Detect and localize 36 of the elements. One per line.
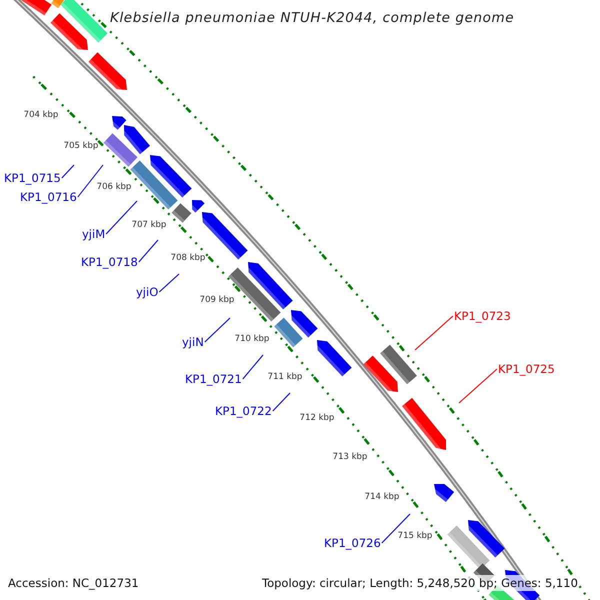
leader-line <box>381 514 410 544</box>
scale-label: 713 kbp <box>332 452 368 462</box>
leader-line <box>458 368 498 404</box>
gene-label: KP1_0726 <box>324 536 381 550</box>
gene-label: KP1_0721 <box>185 372 242 386</box>
scale-label: 715 kbp <box>398 531 432 541</box>
leader-line <box>61 164 74 178</box>
leader-line <box>158 274 180 292</box>
leader-line <box>414 316 454 350</box>
scale-label: 705 kbp <box>64 141 98 151</box>
leader-line <box>106 200 138 234</box>
scale-label: 712 kbp <box>300 413 334 423</box>
scale-label: 714 kbp <box>364 492 400 502</box>
scale-label: 711 kbp <box>268 372 302 382</box>
gene-label: KP1_0725 <box>498 362 555 376</box>
scale-label: 710 kbp <box>234 334 270 344</box>
genome-title: Klebsiella pneumoniae NTUH-K2044, complete genome <box>110 10 514 27</box>
gene-label: KP1_0722 <box>215 404 272 418</box>
scale-label: 706 kbp <box>96 182 132 192</box>
gene-label: KP1_0718 <box>81 255 138 269</box>
scale-label: 707 kbp <box>132 220 166 230</box>
gene-label: KP1_0715 <box>4 171 61 185</box>
leader-line <box>204 318 230 342</box>
leader-line <box>138 240 158 262</box>
leader-line <box>242 354 264 380</box>
scale-label: 708 kbp <box>170 253 206 263</box>
leader-line <box>272 392 290 412</box>
gene-label: yjiN <box>182 335 204 349</box>
gene-label: yjiO <box>136 285 158 299</box>
gene-label: KP1_0716 <box>20 190 77 204</box>
gene-label: yjiM <box>82 227 106 241</box>
accession-label: Accession: NC_012731 <box>8 575 139 591</box>
scale-label: 709 kbp <box>200 295 234 305</box>
leader-line <box>77 164 104 198</box>
gene-label: KP1_0723 <box>454 309 511 323</box>
scale-label: 704 kbp <box>24 110 58 120</box>
